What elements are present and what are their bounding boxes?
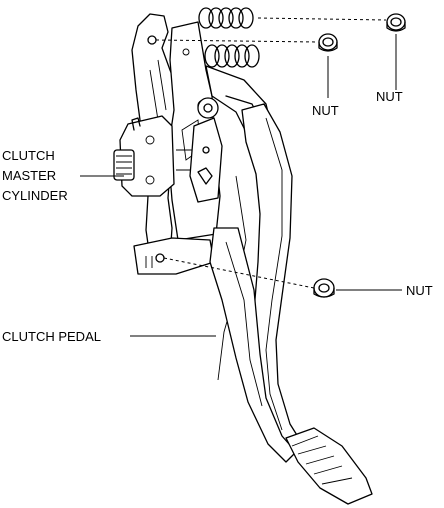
assist-springs	[198, 7, 260, 68]
spring-lower	[204, 44, 260, 68]
label-nut-upper-left: NUT	[312, 103, 339, 118]
label-clutch-master-cylinder-line3: CYLINDER	[2, 188, 68, 203]
switch-bracket	[189, 117, 223, 203]
nut-lower	[313, 278, 335, 298]
clutch-master-cylinder	[113, 115, 197, 197]
pedal-shaft	[209, 227, 297, 463]
label-clutch-pedal: CLUTCH PEDAL	[2, 329, 101, 344]
lower-bracket	[133, 237, 215, 275]
nut-upper-left	[318, 33, 338, 52]
pedal-pad	[285, 427, 373, 505]
label-clutch-master-cylinder-line2: MASTER	[2, 168, 56, 183]
label-nut-upper-right: NUT	[376, 89, 403, 104]
label-clutch-master-cylinder-line1: CLUTCH	[2, 148, 55, 163]
leader-lines	[80, 34, 402, 337]
label-nut-lower: NUT	[406, 283, 433, 298]
attachment-lines	[155, 17, 387, 289]
spring-upper	[198, 7, 254, 29]
nut-upper-right	[386, 13, 406, 32]
